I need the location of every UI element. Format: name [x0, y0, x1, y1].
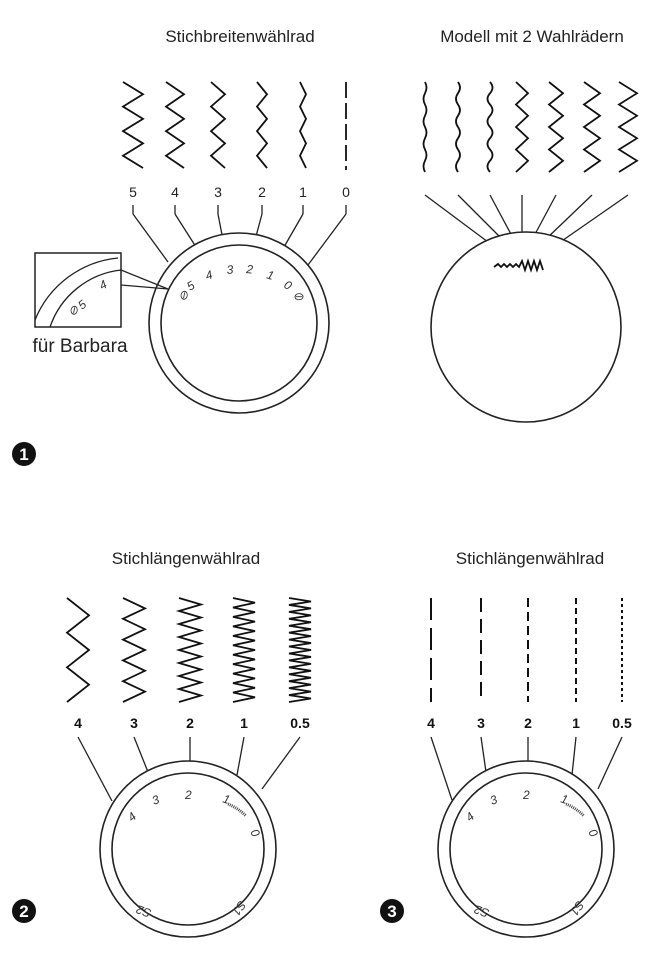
length-dial-left-inner [111, 772, 265, 926]
length-zigzag-4 [288, 597, 312, 703]
length-dial-right-s2: S2 [472, 902, 491, 920]
width-zigzag-0 [121, 81, 145, 169]
length-label-2-right: 2 [524, 715, 532, 731]
length-label-1-right: 1 [572, 715, 580, 731]
length-dial-left-s2: S2 [134, 902, 153, 920]
width-dial-number-4: 4 [204, 267, 215, 282]
width-label-1: 1 [299, 184, 307, 200]
length-leader-lines-left [77, 736, 301, 802]
step-badge-1-number: 1 [19, 445, 28, 464]
width-label-2: 2 [258, 184, 266, 200]
width-leader-lines [132, 205, 347, 266]
two-dial-stitch-mark [493, 258, 544, 273]
wavy-sample-2 [486, 81, 494, 173]
length-label-3-right: 3 [477, 715, 485, 731]
wavy-sample-1 [455, 81, 461, 173]
length-dial-right-3: 3 [488, 792, 500, 808]
length-dial-right-1: 1 [559, 792, 570, 807]
title-two-dial-model: Modell mit 2 Wahlrädern [440, 27, 624, 46]
wavy-sample-5 [582, 81, 602, 173]
inset-box [34, 252, 122, 328]
length-dial-left-1: 1 [221, 792, 232, 807]
two-dial-leader-lines [424, 194, 629, 246]
length-dial-left-scale [227, 802, 248, 818]
length-dash-samples [430, 598, 623, 702]
length-label-3-left: 3 [130, 715, 138, 731]
width-dial-number-3: 3 [226, 262, 234, 277]
length-zigzag-2 [175, 597, 205, 703]
width-zigzag-1 [164, 81, 186, 169]
length-dial-left-s1: S1 [229, 898, 249, 918]
length-label-05-left: 0.5 [290, 715, 310, 731]
length-label-4-left: 4 [74, 715, 82, 731]
width-zigzag-3 [255, 81, 269, 169]
length-dial-left-2: 2 [184, 788, 192, 802]
width-zigzag-4 [298, 81, 308, 169]
step-badge-1 [12, 442, 36, 466]
inset-pointer [120, 269, 169, 290]
length-label-4-right: 4 [427, 715, 435, 731]
length-label-2-left: 2 [186, 715, 194, 731]
step-badge-3-number: 3 [387, 902, 396, 921]
wavy-sample-3 [514, 81, 530, 173]
length-dial-left-3: 3 [150, 792, 162, 808]
width-dial-number-1: 1 [265, 268, 276, 283]
length-dial-right-scale [565, 802, 586, 818]
wavy-sample-6 [617, 81, 639, 173]
width-dial-inner-ring [160, 244, 318, 402]
inset-arc-outer [34, 257, 119, 321]
length-leader-lines-right [430, 736, 623, 801]
title-length-dial-left: Stichlängenwählrad [112, 549, 260, 568]
width-label-3: 3 [214, 184, 222, 200]
length-dial-right-2: 2 [522, 788, 530, 802]
inset-arc-inner [49, 269, 122, 328]
length-zigzag-3 [232, 597, 256, 703]
length-zigzag-1 [120, 597, 148, 703]
inset-caption: für Barbara [32, 336, 127, 357]
length-dial-right-s1: S1 [567, 898, 587, 918]
width-label-4: 4 [171, 184, 179, 200]
two-dial-wavy-samples [422, 81, 639, 173]
length-label-05-right: 0.5 [612, 715, 632, 731]
step-badge-2 [12, 899, 36, 923]
title-length-dial-right: Stichlängenwählrad [456, 549, 604, 568]
wavy-sample-4 [547, 81, 565, 173]
length-label-1-left: 1 [240, 715, 248, 731]
length-dial-right-inner [449, 772, 603, 926]
title-width-dial: Stichbreitenwählrad [165, 27, 314, 46]
two-dial-model-dial [430, 231, 622, 423]
step-badge-2-number: 2 [19, 902, 28, 921]
width-zigzag-2 [209, 81, 227, 169]
width-dial-number-2: 2 [245, 262, 254, 277]
wavy-sample-0 [422, 81, 428, 173]
length-zigzag-samples [65, 597, 312, 703]
length-zigzag-0 [65, 597, 91, 703]
width-zigzag-samples [121, 81, 347, 170]
step-badge-3 [380, 899, 404, 923]
width-label-5: 5 [129, 184, 137, 200]
width-label-0: 0 [342, 184, 350, 200]
